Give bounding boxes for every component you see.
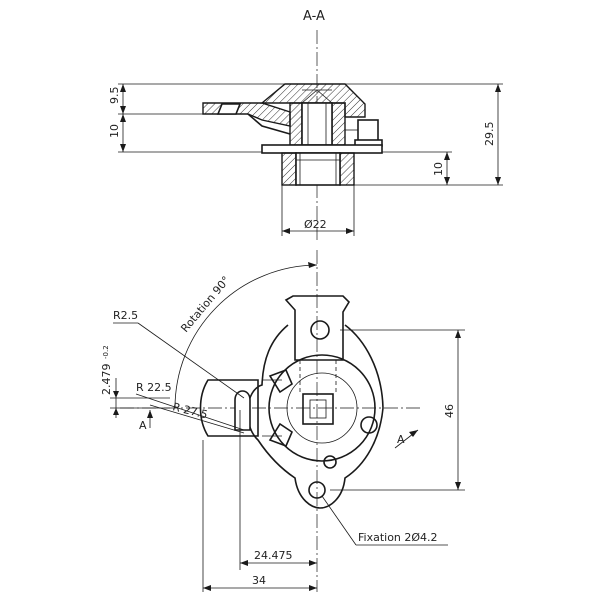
dim-2-479: 2.479 -0.2: [100, 345, 170, 418]
dim-9-5: 9.5: [108, 87, 121, 105]
dim-24-475: 24.475: [239, 410, 317, 570]
dim-2-479-label: 2.479: [100, 364, 113, 396]
dim-46-label: 46: [443, 404, 456, 418]
dim-24-475-label: 24.475: [254, 549, 293, 562]
locking-bolt: [199, 379, 259, 437]
leader-fixation: Fixation 2Ø4.2: [321, 495, 448, 546]
dim-left-stack: 9.5 10: [108, 83, 285, 153]
dim-dia22-label: Ø22: [304, 218, 327, 231]
leader-r2-5: R2.5: [113, 309, 245, 399]
cut-label-left: A: [139, 419, 147, 432]
leader-r22-r27: R 22.5 R 27.5: [135, 381, 245, 434]
main-body: [246, 324, 384, 509]
section-title: A-A: [303, 9, 325, 24]
section-screw: [345, 119, 383, 147]
cut-marker-left: A: [139, 410, 153, 432]
dim-dia22: Ø22: [281, 185, 355, 236]
dim-34-label: 34: [252, 574, 266, 587]
dim-10-right: 10: [432, 162, 445, 176]
dim-34: 34: [202, 440, 317, 592]
radius-22-5: R 22.5: [136, 381, 172, 394]
dim-10-left: 10: [108, 124, 121, 138]
cut-label-right: A: [397, 433, 405, 446]
rotation-note: Rotation 90°: [178, 274, 232, 335]
dim-right-stack: 29.5 10: [345, 83, 503, 186]
radius-2-5: R2.5: [113, 309, 138, 322]
section-flange: [202, 83, 366, 135]
cut-marker-right: A: [394, 429, 419, 449]
dim-46: 46: [330, 329, 465, 491]
latch-tongue: [284, 295, 351, 361]
section-nut: [261, 144, 383, 186]
radius-27-5: R 27.5: [171, 400, 209, 421]
dim-2-479-tol: -0.2: [102, 345, 110, 359]
fixation-note: Fixation 2Ø4.2: [358, 531, 438, 544]
dim-29-5: 29.5: [483, 122, 496, 147]
